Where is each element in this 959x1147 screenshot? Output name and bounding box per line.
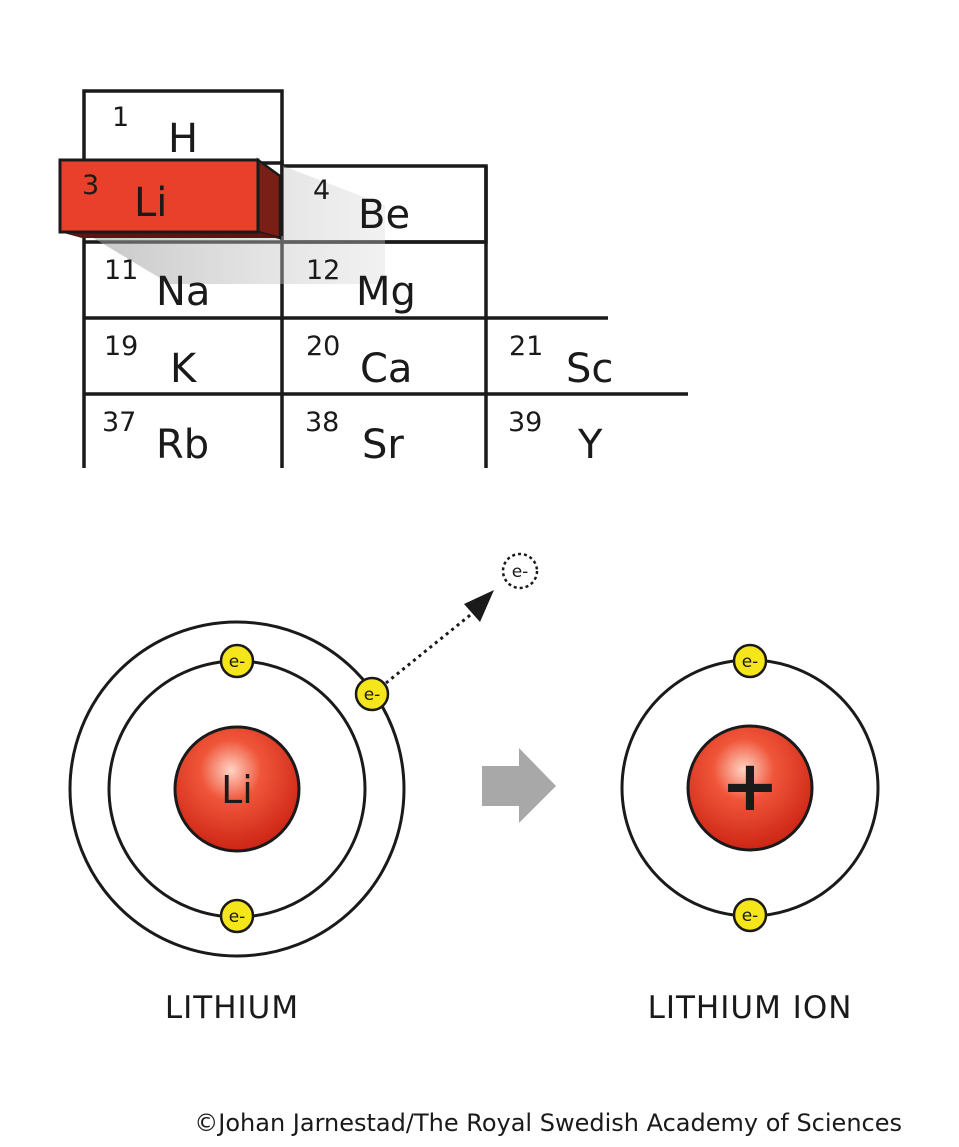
ion-electron-top: e- [732, 643, 768, 679]
na-atomic-number: 11 [104, 255, 138, 286]
lithium-caption: LITHIUM [165, 990, 299, 1026]
mg-symbol: Mg [356, 269, 416, 315]
k-atomic-number: 19 [104, 331, 138, 362]
na-symbol: Na [156, 269, 210, 315]
li-atomic-number: 3 [82, 170, 99, 201]
y-atomic-number: 39 [508, 407, 542, 438]
lithium-atom: Li e- e- e- e- LITHIUM [68, 552, 539, 1026]
be-atomic-number: 4 [313, 175, 330, 206]
h-atomic-number: 1 [112, 102, 129, 133]
electron-escape-arrow [385, 590, 494, 685]
lithium-nucleus: Li [173, 725, 301, 853]
electron-label: e- [364, 685, 381, 705]
li-cell-highlighted: 3 Li [58, 157, 282, 240]
electron-label: e- [512, 562, 529, 582]
transition-arrow-icon [482, 748, 556, 823]
valence-electron: e- [354, 676, 390, 712]
h-symbol: H [168, 116, 198, 162]
rb-atomic-number: 37 [102, 407, 136, 438]
released-electron: e- [501, 552, 539, 590]
electron-bottom: e- [219, 898, 255, 934]
ca-symbol: Ca [360, 346, 412, 392]
periodic-table: 3 Li 1 H 4 Be 11 Na 12 Mg 19 K 20 Ca 21 … [58, 89, 688, 468]
electron-label: e- [742, 652, 759, 672]
lithium-ion-caption: LITHIUM ION [648, 990, 853, 1026]
be-symbol: Be [358, 192, 410, 238]
rb-symbol: Rb [156, 422, 209, 468]
electron-top: e- [219, 643, 255, 679]
sr-symbol: Sr [362, 422, 404, 468]
ca-atomic-number: 20 [306, 331, 340, 362]
lithium-outer-shell [68, 620, 406, 958]
sr-atomic-number: 38 [305, 407, 339, 438]
y-symbol: Y [577, 422, 603, 468]
sc-symbol: Sc [566, 346, 613, 392]
electron-label: e- [742, 906, 759, 926]
sc-atomic-number: 21 [509, 331, 543, 362]
li-symbol: Li [134, 180, 167, 226]
electron-label: e- [229, 907, 246, 927]
image-credit: ©Johan Jarnestad/The Royal Swedish Acade… [194, 1109, 902, 1137]
k-symbol: K [170, 346, 198, 392]
ion-electron-bottom: e- [732, 897, 768, 933]
lithium-ion-nucleus: + [686, 724, 814, 852]
li-cell-shadow [90, 166, 385, 284]
lithium-nucleus-label: Li [221, 768, 253, 812]
plus-charge-label: + [721, 745, 780, 827]
mg-atomic-number: 12 [306, 255, 340, 286]
electron-label: e- [229, 652, 246, 672]
lithium-ion: + e- e- LITHIUM ION [620, 643, 880, 1026]
